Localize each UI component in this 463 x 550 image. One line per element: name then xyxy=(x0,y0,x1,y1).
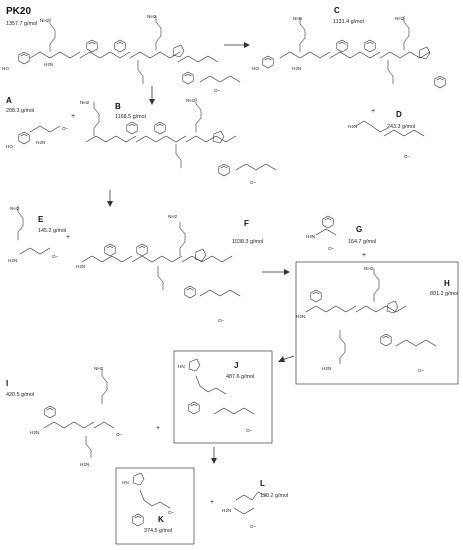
hydroxyl-label: HO xyxy=(252,66,259,71)
amine-label: H2N xyxy=(348,124,357,129)
amine-label: NH2 xyxy=(147,14,157,19)
carboxylate-label: O− xyxy=(404,154,411,159)
compound-mw: 891.2 g/mol xyxy=(430,291,458,297)
amine-label: NH2 xyxy=(10,206,20,211)
amine-label: NH2 xyxy=(40,18,50,23)
compound-pk20-mw: 1357.7 g/mol xyxy=(6,21,37,27)
compound-label: C xyxy=(334,6,340,15)
carboxylate-label: O− xyxy=(328,246,335,251)
plus-sign: + xyxy=(371,108,375,115)
arrow-to-J xyxy=(278,355,295,362)
compound-label: A xyxy=(6,96,12,105)
carboxylate-label: O− xyxy=(214,88,221,93)
amine-label: H2N xyxy=(322,366,331,371)
compound-A: A 208.3 g/mol HO H2N O− xyxy=(6,96,69,149)
amine-label: HN xyxy=(178,364,185,369)
plus-sign: + xyxy=(362,252,366,259)
arrow-to-K xyxy=(211,447,217,464)
amine-label: H2N xyxy=(222,508,231,513)
compound-I: I 420.5 g/mol H2N NH2 H2N O− xyxy=(6,366,123,467)
carboxylate-label: O− xyxy=(52,254,59,259)
amine-label: H2N xyxy=(44,62,53,67)
compound-mw: 1038.3 g/mol xyxy=(232,239,263,245)
arrow-to-C xyxy=(224,42,250,48)
amine-label: H2N xyxy=(36,140,45,145)
hydroxyl-label: HO xyxy=(2,66,9,71)
carboxylate-label: O− xyxy=(246,428,253,433)
compound-label: J xyxy=(234,361,238,370)
amine-label: NH2 xyxy=(293,16,303,21)
compound-label: D xyxy=(396,110,402,119)
compound-label: H xyxy=(444,279,450,288)
compound-E: E 145.2 g/mol NH2 H2N O− xyxy=(8,205,66,263)
compound-mw: 130.2 g/mol xyxy=(260,493,288,499)
arrow-to-B xyxy=(149,86,155,105)
plus-sign: + xyxy=(66,234,70,241)
carboxylate-label: O− xyxy=(250,180,257,185)
compound-label: K xyxy=(158,515,164,524)
carboxylate-label: O− xyxy=(62,126,69,131)
compound-mw: 374.5 g/mol xyxy=(144,528,172,534)
compound-label: E xyxy=(38,215,44,224)
compound-mw: 1168.5 g/mol xyxy=(115,114,146,120)
compound-label: I xyxy=(6,379,8,388)
compound-title: PK20 xyxy=(6,6,31,17)
compound-B: B 1168.5 g/mol NH2 NH2 O− xyxy=(80,97,277,185)
amine-label: H2N xyxy=(30,430,39,435)
compound-label: F xyxy=(244,219,249,228)
amine-label: H2N xyxy=(292,66,301,71)
arrow-to-H xyxy=(262,269,290,275)
amine-label: NH2 xyxy=(94,366,104,371)
carboxylate-label: O− xyxy=(218,318,225,323)
amine-label: NH2 xyxy=(364,266,374,271)
compound-F: F 1038.3 g/mol H2N NH2 O− xyxy=(76,214,263,323)
amine-label: HN xyxy=(122,480,129,485)
arrow-to-F xyxy=(107,190,113,207)
compound-K: K 374.5 g/mol HN O− xyxy=(115,467,195,545)
amine-label: NH2 xyxy=(395,16,405,21)
carboxylate-label: O− xyxy=(168,510,175,515)
amine-label: H2N xyxy=(76,264,85,269)
plus-sign: + xyxy=(210,499,214,506)
highlight-box xyxy=(115,467,195,545)
amine-label: H2N xyxy=(80,462,89,467)
compound-label: B xyxy=(115,102,121,111)
amine-label: NH2 xyxy=(186,98,196,103)
amine-label: NH2 xyxy=(168,214,178,219)
compound-mw: 1131.4 g/mol xyxy=(333,19,364,25)
carboxylate-label: O− xyxy=(418,368,425,373)
compound-mw: 420.5 g/mol xyxy=(6,392,34,398)
compound-mw: 487.6 g/mol xyxy=(226,374,254,380)
compound-J: J 487.6 g/mol HN O− xyxy=(173,350,273,444)
compound-pk20: PK20 1357.7 g/mol HO NH2 H2N NH2 O− xyxy=(2,6,241,93)
compound-mw: 208.3 g/mol xyxy=(6,108,34,114)
plus-sign: + xyxy=(71,113,75,120)
compound-mw: 243.3 g/mol xyxy=(387,124,415,130)
compound-label: G xyxy=(356,225,362,234)
amine-label: NH2 xyxy=(80,100,90,105)
compound-C: C 1131.4 g/mol HO NH2 H2N NH2 xyxy=(252,6,446,89)
plus-sign: + xyxy=(156,425,160,432)
amine-label: H2N xyxy=(296,314,305,319)
amine-label: H2N xyxy=(8,258,17,263)
compound-D: D 243.3 g/mol + H2N O− xyxy=(348,108,425,159)
highlight-box xyxy=(295,261,459,385)
compound-label: L xyxy=(260,479,265,488)
compound-H: H 891.2 g/mol H2N H2N NH2 O− xyxy=(295,261,459,385)
amine-label: H2N xyxy=(306,234,315,239)
highlight-box xyxy=(173,350,273,444)
carboxylate-label: O− xyxy=(250,524,257,529)
compound-mw: 164.7 g/mol xyxy=(348,239,376,245)
compound-G: G 164.7 g/mol H2N O− xyxy=(306,215,376,251)
carboxylate-label: O− xyxy=(116,432,123,437)
compound-mw: 145.2 g/mol xyxy=(38,228,66,234)
hydroxyl-label: HO xyxy=(6,144,13,149)
compound-L: L 130.2 g/mol H2N O− xyxy=(222,479,288,529)
